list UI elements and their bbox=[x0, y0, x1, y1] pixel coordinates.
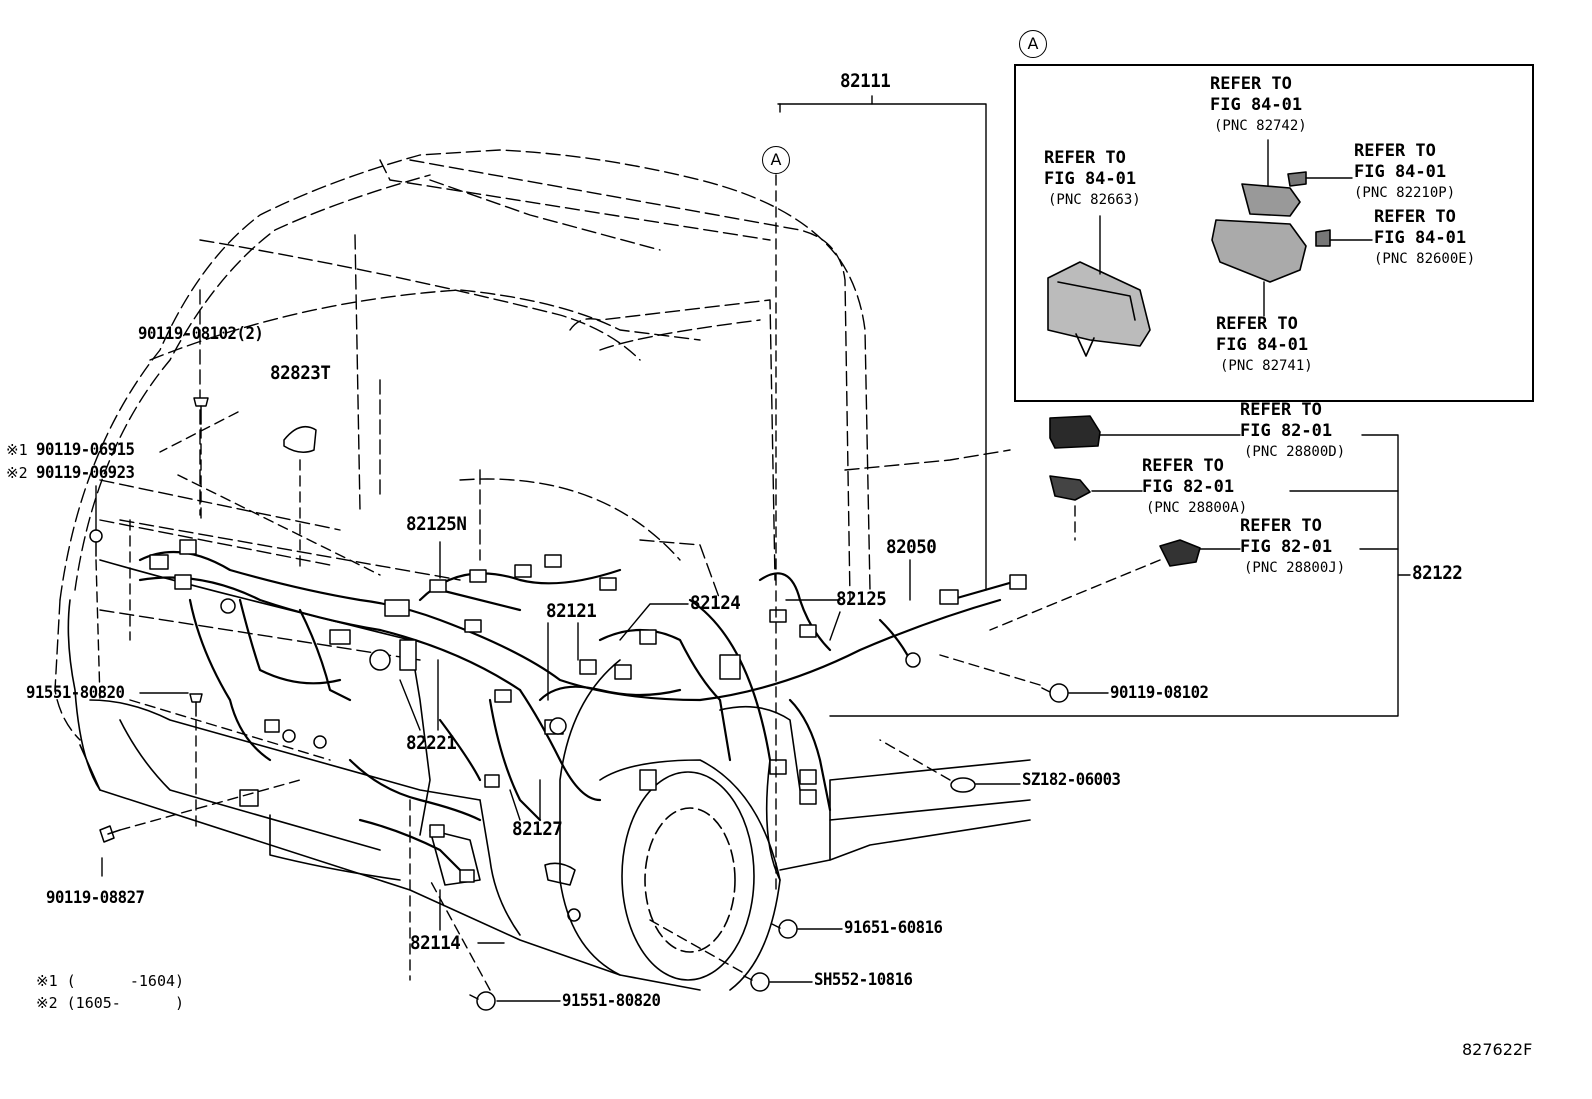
figure-id: 827622F bbox=[1462, 1040, 1533, 1059]
part-91651-60816: 91651-60816 bbox=[844, 918, 943, 938]
part-91551-80820-left: 91551-80820 bbox=[26, 683, 125, 703]
part-82221: 82221 bbox=[406, 732, 457, 754]
part-sh552-10816: SH552-10816 bbox=[814, 970, 913, 990]
part-82125: 82125 bbox=[836, 588, 887, 610]
mark-1: ※1 bbox=[6, 441, 28, 459]
part-82127: 82127 bbox=[512, 818, 563, 840]
part-82111: 82111 bbox=[840, 70, 891, 92]
right-side-parts bbox=[1047, 171, 1331, 567]
part-90119-08102: 90119-08102 bbox=[1110, 683, 1209, 703]
connectors bbox=[149, 539, 1027, 883]
mark-2: ※2 bbox=[6, 464, 28, 482]
part-82125n: 82125N bbox=[406, 513, 467, 535]
part-82823t: 82823T bbox=[270, 362, 331, 384]
inset-marker: A bbox=[1019, 30, 1047, 58]
part-sz182-06003: SZ182-06003 bbox=[1022, 770, 1121, 790]
leader-lines bbox=[95, 95, 1411, 1002]
part-90119-06923: 90119-06923 bbox=[36, 463, 135, 483]
part-90119-08102-2: 90119-08102(2) bbox=[138, 324, 264, 344]
part-90119-08827: 90119-08827 bbox=[46, 888, 145, 908]
part-82124: 82124 bbox=[690, 592, 741, 614]
cab-outline bbox=[54, 149, 1011, 741]
footnote-1: ※1 ( -1604) bbox=[36, 972, 185, 990]
part-82114: 82114 bbox=[410, 932, 461, 954]
footnote-2: ※2 (1605- ) bbox=[36, 994, 185, 1012]
fasteners bbox=[89, 397, 1069, 1011]
part-82121: 82121 bbox=[546, 600, 597, 622]
part-82122: 82122 bbox=[1412, 562, 1463, 584]
part-82050: 82050 bbox=[886, 536, 937, 558]
inset-box bbox=[1014, 64, 1534, 402]
marker-a: A bbox=[762, 146, 790, 174]
part-91551-80820-bottom: 91551-80820 bbox=[562, 991, 661, 1011]
wire-harness bbox=[138, 550, 1022, 882]
part-90119-06915: 90119-06915 bbox=[36, 440, 135, 460]
